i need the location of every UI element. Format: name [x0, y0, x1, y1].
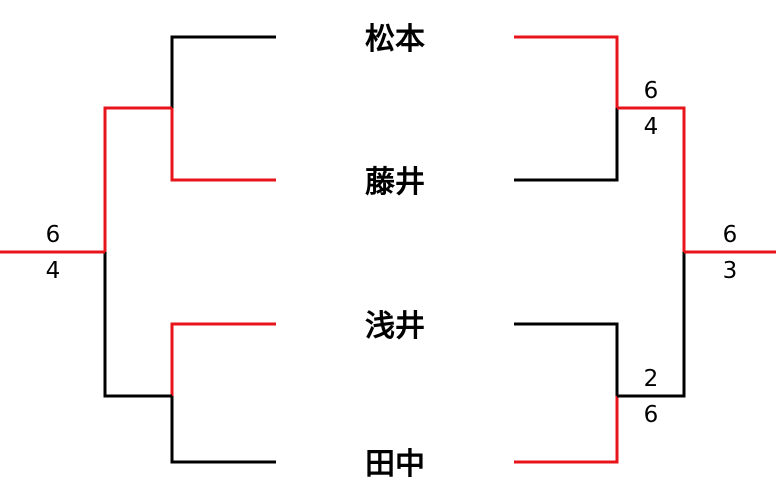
left-line-semi-bottom	[103, 252, 172, 398]
left-final-score-bottom: 4	[46, 258, 61, 284]
right-line-player-4	[514, 396, 619, 464]
left-line-semi-top	[103, 106, 172, 252]
right-semi-bottom-score-bottom: 6	[644, 402, 659, 428]
right-line-semi-top	[617, 106, 686, 252]
player-name: 浅井	[365, 309, 425, 344]
right-line-player-3	[514, 322, 619, 396]
left-line-player-4	[170, 396, 276, 464]
player-name: 田中	[365, 447, 425, 482]
right-line-player-1	[514, 35, 619, 108]
right-line-semi-bottom	[617, 252, 686, 398]
left-line-player-2	[170, 108, 276, 182]
right-final-score-top: 6	[723, 222, 738, 248]
right-semi-top-score-top: 6	[644, 78, 659, 104]
left-final-score-top: 6	[46, 222, 61, 248]
left-line-player-3	[170, 322, 276, 396]
right-semi-top-score-bottom: 4	[644, 114, 659, 140]
player-name: 藤井	[365, 165, 425, 200]
left-line-player-1	[170, 35, 276, 108]
right-semi-bottom-score-top: 2	[644, 366, 659, 392]
right-line-player-2	[514, 108, 619, 182]
right-final-score-bottom: 3	[723, 258, 738, 284]
player-name: 松本	[365, 22, 425, 57]
